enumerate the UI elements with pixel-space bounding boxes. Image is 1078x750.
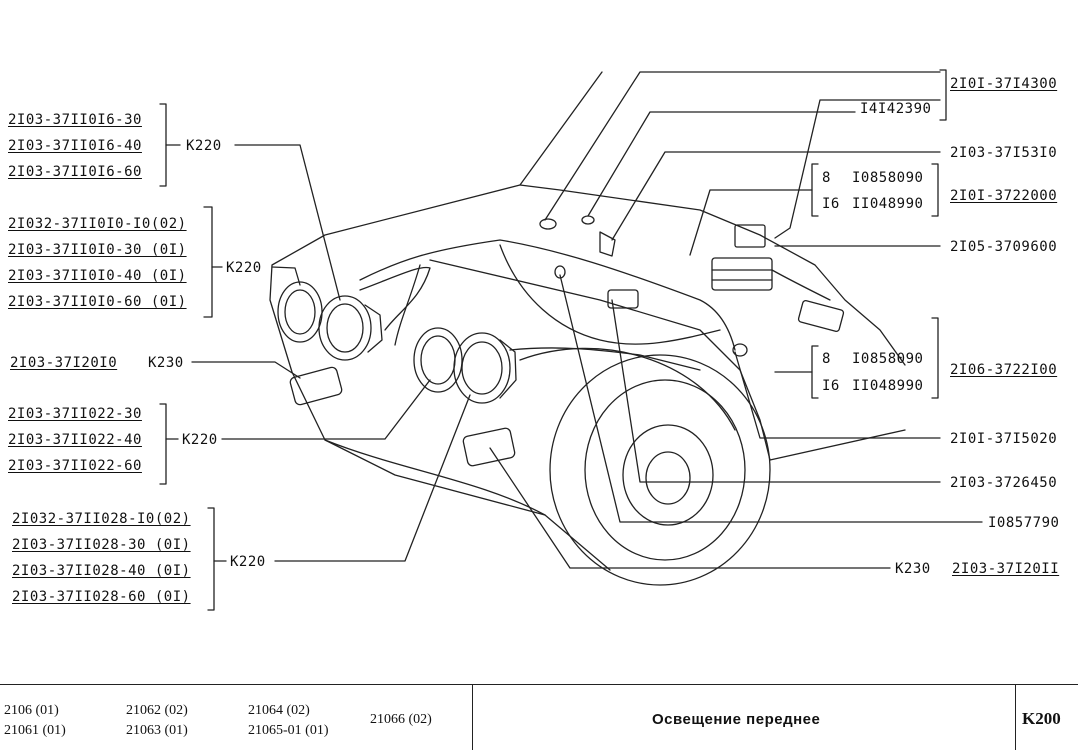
part-label: 2I03-37II028-60 (0I) [12,589,191,605]
fuse-block-small [797,299,845,333]
model-code: 21065-01 (01) [248,723,329,738]
part-label: 2I03-37II0I6-30 [8,112,142,128]
part-label-relay: 2I05-3709600 [950,239,1058,255]
fuse-box [711,257,773,291]
part-label: 2I03-37II028-30 (0I) [12,537,191,553]
headlamp-outer-right [413,327,463,393]
washer-number: II048990 [852,196,924,212]
footer-divider [1015,685,1016,750]
relay-block [734,224,766,248]
headlamp-inner-left [318,295,372,361]
page-code: K200 [1022,709,1061,728]
part-label: 2I032-37II028-I0(02) [12,511,191,527]
bracket-4 [159,403,167,485]
model-code: 21064 (02) [248,703,310,718]
footer-bar: 2106 (01) 21061 (01) 21062 (02) 21063 (0… [0,684,1078,750]
washer-number: II048990 [852,378,924,394]
part-label-fuse-box: 2I06-3722I00 [950,362,1058,378]
model-code: 21062 (02) [126,703,188,718]
washer-qty: I6 [822,378,840,394]
part-label-lamp: I0857790 [988,515,1060,531]
model-code: 21063 (01) [126,723,188,738]
part-label: 2I032-37II0I0-I0(02) [8,216,187,232]
ref-code: K220 [230,554,266,570]
bulb [539,218,557,230]
part-label: 2I03-37II022-40 [8,432,142,448]
model-code: 21066 (02) [370,712,432,727]
footer-divider [472,685,473,750]
ref-code: K230 [148,355,184,371]
bracket-top [939,69,947,121]
part-label: 2I03-37II0I0-30 (0I) [8,242,187,258]
screw-number: I0858090 [852,351,924,367]
bracket-screw-a [811,163,819,217]
wiring-harness [359,239,736,351]
part-label-fog: 2I03-37I20II [952,561,1060,577]
part-label-switch: 2I03-3726450 [950,475,1058,491]
bracket-5 [207,507,215,611]
part-label: 2I03-37II0I6-60 [8,164,142,180]
page-title: Освещение переднее [652,711,821,728]
screw-qty: 8 [822,351,831,367]
bracket-screw-b [811,345,819,399]
model-code: 2106 (01) [4,703,59,718]
wheel-center [645,451,691,505]
screw-number: I0858090 [852,170,924,186]
washer-qty: I6 [822,196,840,212]
ref-code: K220 [182,432,218,448]
lower-body [769,429,906,461]
headlamp-inner-right [453,332,511,404]
hood-line [519,184,906,366]
wheel-mid [584,379,746,561]
switch-part [599,231,616,257]
bracket-1 [159,103,167,187]
part-label-153: 2I03-37I53I0 [950,145,1058,161]
part-label-141: I4I42390 [860,101,932,117]
front-lighting-diagram [159,69,983,611]
wheel-arch [519,347,736,431]
side-lamp-left [289,366,343,406]
bracket-2 [203,206,213,318]
screw-qty: 8 [822,170,831,186]
part-label: 2I03-37II0I0-40 (0I) [8,268,187,284]
part-label: 2I03-37II022-60 [8,458,142,474]
part-label: 2I03-37II028-40 (0I) [12,563,191,579]
part-label: 2I03-37I20I0 [10,355,118,371]
car-body-outline [269,71,611,571]
ref-code: K220 [226,260,262,276]
ref-code: K220 [186,138,222,154]
model-code: 21061 (01) [4,723,66,738]
part-label-relay-box: 2I0I-3722000 [950,188,1058,204]
ref-code-fog: K230 [895,561,931,577]
part-label-harness: 2I0I-37I5020 [950,431,1058,447]
fog-lamp [462,427,516,467]
part-label: 2I03-37II0I0-60 (0I) [8,294,187,310]
bumper-line [324,439,546,516]
wheel-hub [622,424,714,526]
part-label-top-bracket: 2I0I-37I4300 [950,76,1058,92]
part-label: 2I03-37II022-30 [8,406,142,422]
wheel-outer [549,354,771,586]
part-label: 2I03-37II0I6-40 [8,138,142,154]
